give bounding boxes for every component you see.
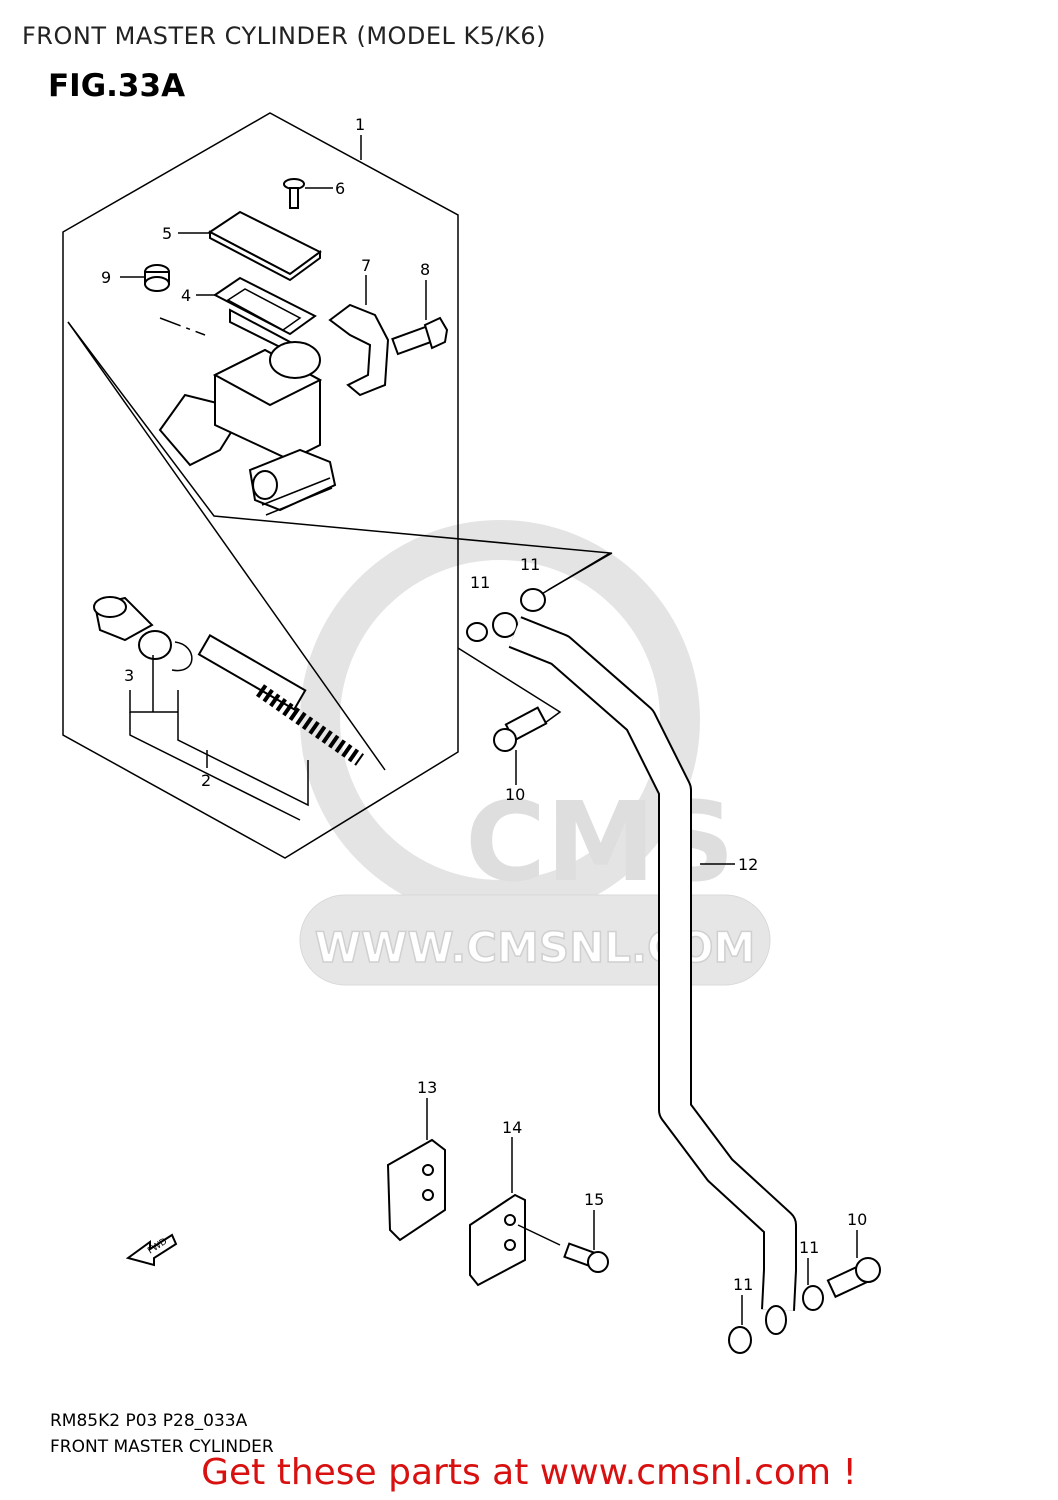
bolt-part-8 bbox=[391, 316, 449, 356]
callout-3: 3 bbox=[124, 666, 134, 685]
bracket-line bbox=[129, 712, 301, 821]
callout-15: 15 bbox=[584, 1190, 604, 1209]
guide-line bbox=[517, 1224, 561, 1246]
banjo-bolt-part-10-top bbox=[493, 706, 548, 752]
callout-10-top: 10 bbox=[505, 785, 525, 804]
guide-line bbox=[159, 317, 206, 336]
callout-6: 6 bbox=[335, 179, 345, 198]
callout-2: 2 bbox=[201, 771, 211, 790]
guide-line bbox=[67, 321, 386, 771]
clamp-part-7 bbox=[328, 303, 390, 397]
washer-part-11-top bbox=[466, 588, 546, 642]
screw-part-15 bbox=[563, 1242, 609, 1273]
callout-5: 5 bbox=[162, 224, 172, 243]
hose-guide-part-14 bbox=[469, 1193, 526, 1287]
bracket-line bbox=[177, 690, 309, 807]
screw-part-6 bbox=[283, 178, 305, 209]
guide-line bbox=[547, 552, 613, 591]
piston-kit-part-2 bbox=[93, 596, 365, 766]
diagram-code: RM85K2 P03 P28_033A bbox=[50, 1411, 248, 1431]
callout-13: 13 bbox=[417, 1078, 437, 1097]
callout-11-d: 11 bbox=[733, 1275, 753, 1294]
callout-14: 14 bbox=[502, 1118, 522, 1137]
callout-8: 8 bbox=[420, 260, 430, 279]
callout-7: 7 bbox=[361, 256, 371, 275]
hose-guide-part-13 bbox=[386, 1138, 446, 1242]
diaphragm-part-4 bbox=[213, 276, 317, 354]
callout-10-bottom: 10 bbox=[847, 1210, 867, 1229]
callout-12: 12 bbox=[738, 855, 758, 874]
figure-label: FIG.33A bbox=[48, 68, 186, 104]
diagram-caption: FRONT MASTER CYLINDER bbox=[50, 1437, 274, 1457]
callout-11-b: 11 bbox=[470, 573, 490, 592]
assembly-outline bbox=[62, 112, 459, 859]
bracket-line bbox=[129, 690, 178, 713]
boot-part-9 bbox=[144, 264, 170, 292]
washer-part-11-bottom bbox=[728, 1285, 824, 1354]
page-title: FRONT MASTER CYLINDER (MODEL K5/K6) bbox=[22, 22, 547, 50]
cta-link[interactable]: Get these parts at www.cmsnl.com ! bbox=[201, 1452, 857, 1493]
master-cylinder-part-1 bbox=[158, 341, 337, 516]
callout-1: 1 bbox=[355, 115, 365, 134]
forward-arrow-icon: FWD bbox=[125, 1233, 178, 1267]
callout-4: 4 bbox=[181, 286, 191, 305]
reservoir-cap-part-5 bbox=[208, 210, 322, 282]
callout-9: 9 bbox=[101, 268, 111, 287]
callout-11-a: 11 bbox=[520, 555, 540, 574]
banjo-bolt-part-10-bottom bbox=[826, 1257, 881, 1299]
callout-lines bbox=[120, 135, 858, 1325]
callout-11-c: 11 bbox=[799, 1238, 819, 1257]
